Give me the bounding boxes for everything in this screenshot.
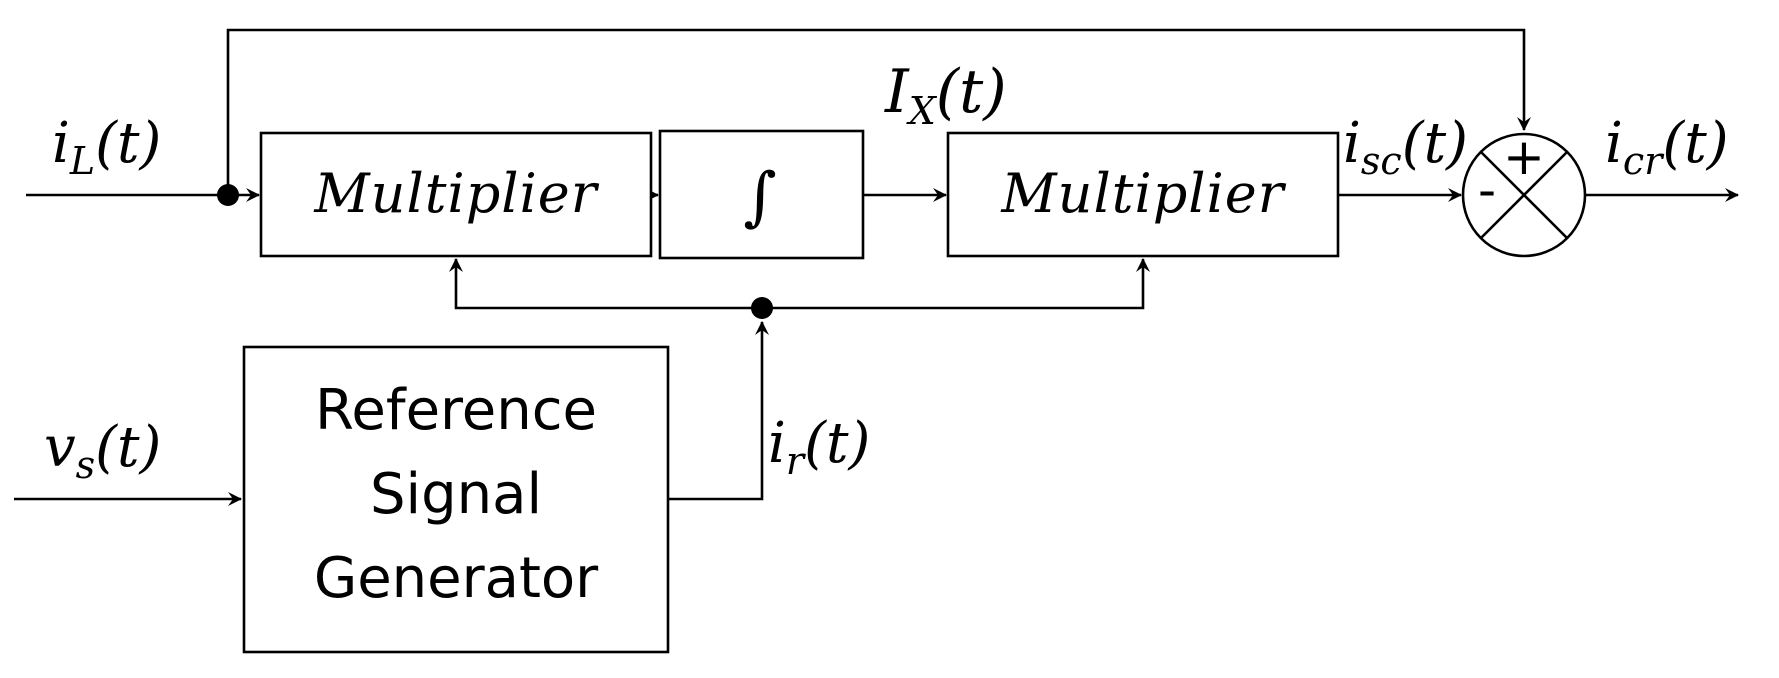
ir-wire xyxy=(668,321,769,501)
multiplier-2-label: Multiplier xyxy=(1000,162,1286,225)
integrator-label: ∫ xyxy=(743,160,776,234)
icr-label: icr(t) xyxy=(1605,111,1729,183)
ref-junction-dot xyxy=(751,297,773,319)
il-junction-dot xyxy=(217,184,239,206)
multiplier-block-1: Multiplier xyxy=(259,131,653,258)
generator-line-3: Generator xyxy=(314,546,599,611)
ref-to-mult1-wire xyxy=(449,258,762,310)
plus-sign: + xyxy=(1503,128,1545,186)
ref-to-mult2-wire xyxy=(762,258,1150,310)
ir-label: ir(t) xyxy=(768,411,870,483)
generator-line-1: Reference xyxy=(315,378,597,443)
integrator-block: ∫ xyxy=(658,129,865,260)
il-feedforward-wire xyxy=(226,28,1531,195)
summing-junction: + - xyxy=(1461,128,1587,258)
multiplier-1-label: Multiplier xyxy=(313,162,599,225)
generator-line-2: Signal xyxy=(370,462,542,527)
reference-signal-generator-block: Reference Signal Generator xyxy=(242,345,670,654)
multiplier-block-2: Multiplier xyxy=(946,131,1340,258)
isc-label: isc(t) xyxy=(1343,111,1468,183)
vs-label: vs(t) xyxy=(44,415,161,487)
il-label: iL(t) xyxy=(52,111,161,183)
ix-label: IX(t) xyxy=(884,57,1007,133)
minus-sign: - xyxy=(1478,161,1496,219)
